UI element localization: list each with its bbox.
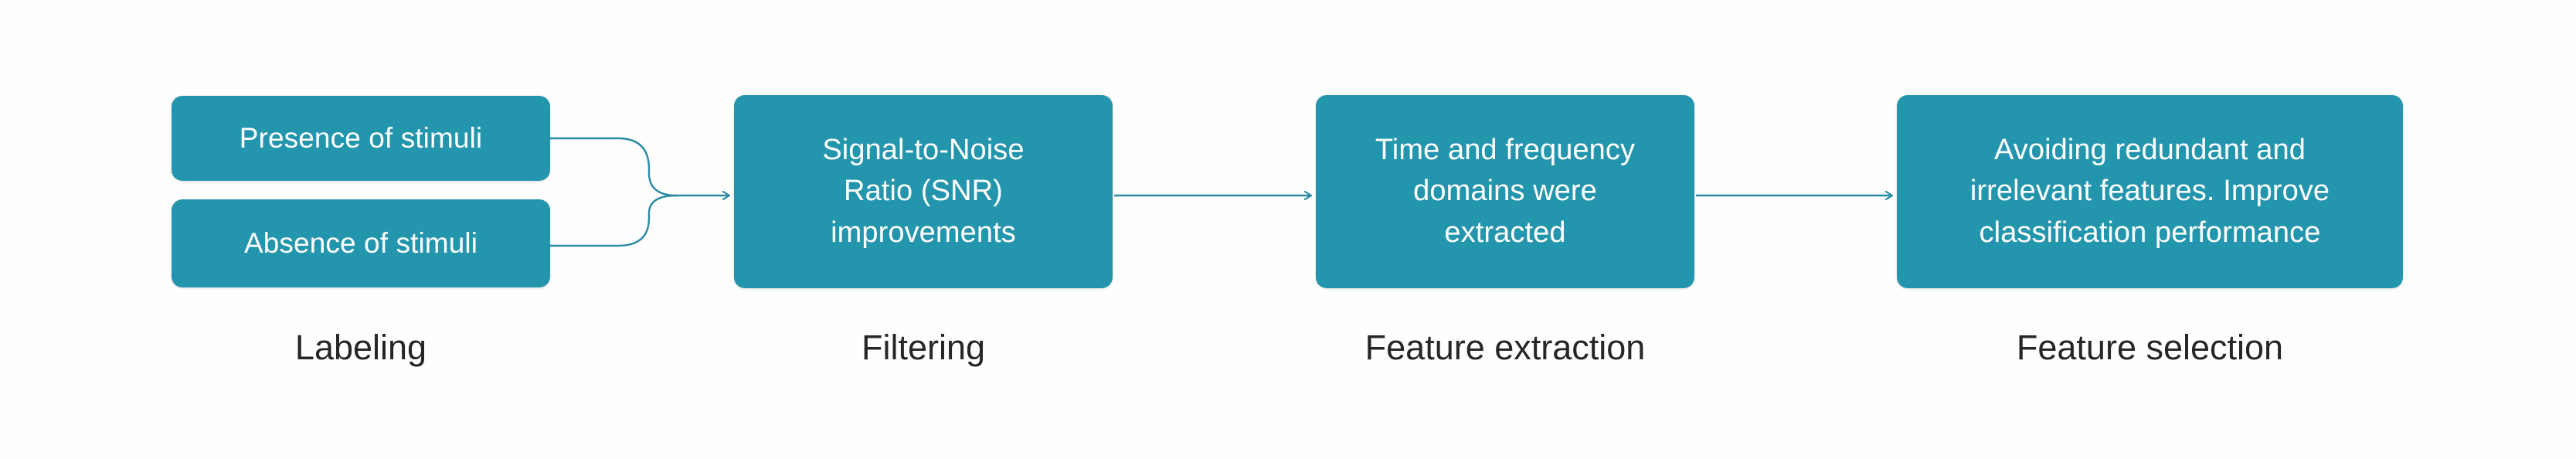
node-snr-improvements-label: Signal-to-Noise Ratio (SNR) improvements	[822, 134, 1025, 249]
stage-caption-filtering: Filtering	[861, 328, 986, 367]
node-time-frequency-domains-label: Time and frequency domains were extracte…	[1375, 134, 1636, 249]
stage-caption-feature-extraction: Feature extraction	[1364, 328, 1646, 367]
node-avoid-redundant-features[interactable]: Avoiding redundant and irrelevant featur…	[1897, 95, 2403, 288]
connector-merge-labeling-to-filtering	[549, 137, 729, 247]
node-time-frequency-domains[interactable]: Time and frequency domains were extracte…	[1316, 95, 1694, 288]
node-presence-of-stimuli[interactable]: Presence of stimuli	[172, 96, 550, 181]
node-snr-improvements[interactable]: Signal-to-Noise Ratio (SNR) improvements	[734, 95, 1113, 288]
stage-caption-feature-selection: Feature selection	[2016, 328, 2284, 367]
node-presence-of-stimuli-label: Presence of stimuli	[239, 122, 483, 155]
node-absence-of-stimuli-label: Absence of stimuli	[243, 227, 478, 260]
node-absence-of-stimuli[interactable]: Absence of stimuli	[172, 199, 550, 287]
stage-caption-labeling: Labeling	[294, 328, 427, 367]
node-avoid-redundant-features-label: Avoiding redundant and irrelevant featur…	[1969, 134, 2330, 249]
